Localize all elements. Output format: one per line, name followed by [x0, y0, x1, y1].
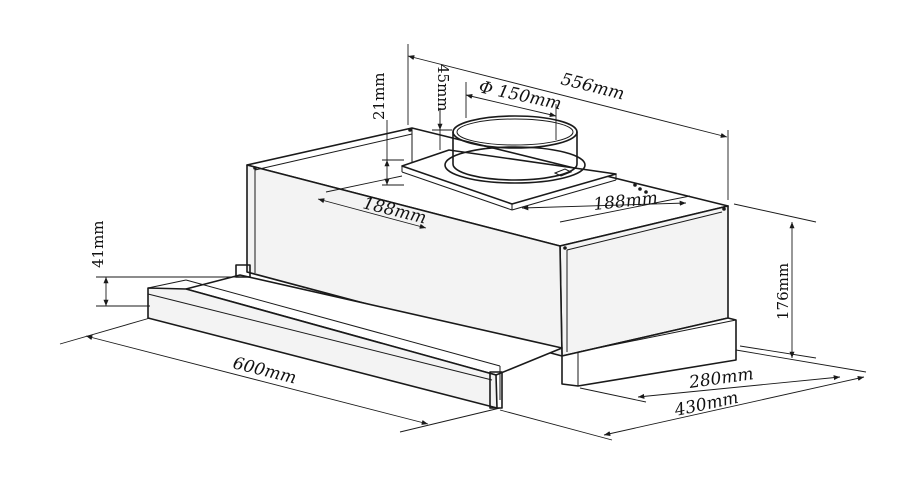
dim-label-21: 21mm — [370, 72, 388, 120]
duct-opening — [452, 115, 578, 149]
dim-label-41: 41mm — [89, 220, 107, 268]
dimension-lines — [59, 44, 867, 441]
base-rail — [561, 317, 737, 387]
dim-label-diameter: Φ 150mm — [477, 77, 563, 114]
dim-label-556: 556mm — [559, 69, 627, 104]
dim-label-45: 45mm — [434, 64, 452, 112]
dim-label-600: 600mm — [231, 353, 299, 388]
duct-collar — [401, 115, 617, 211]
dim-label-176: 176mm — [774, 263, 792, 320]
